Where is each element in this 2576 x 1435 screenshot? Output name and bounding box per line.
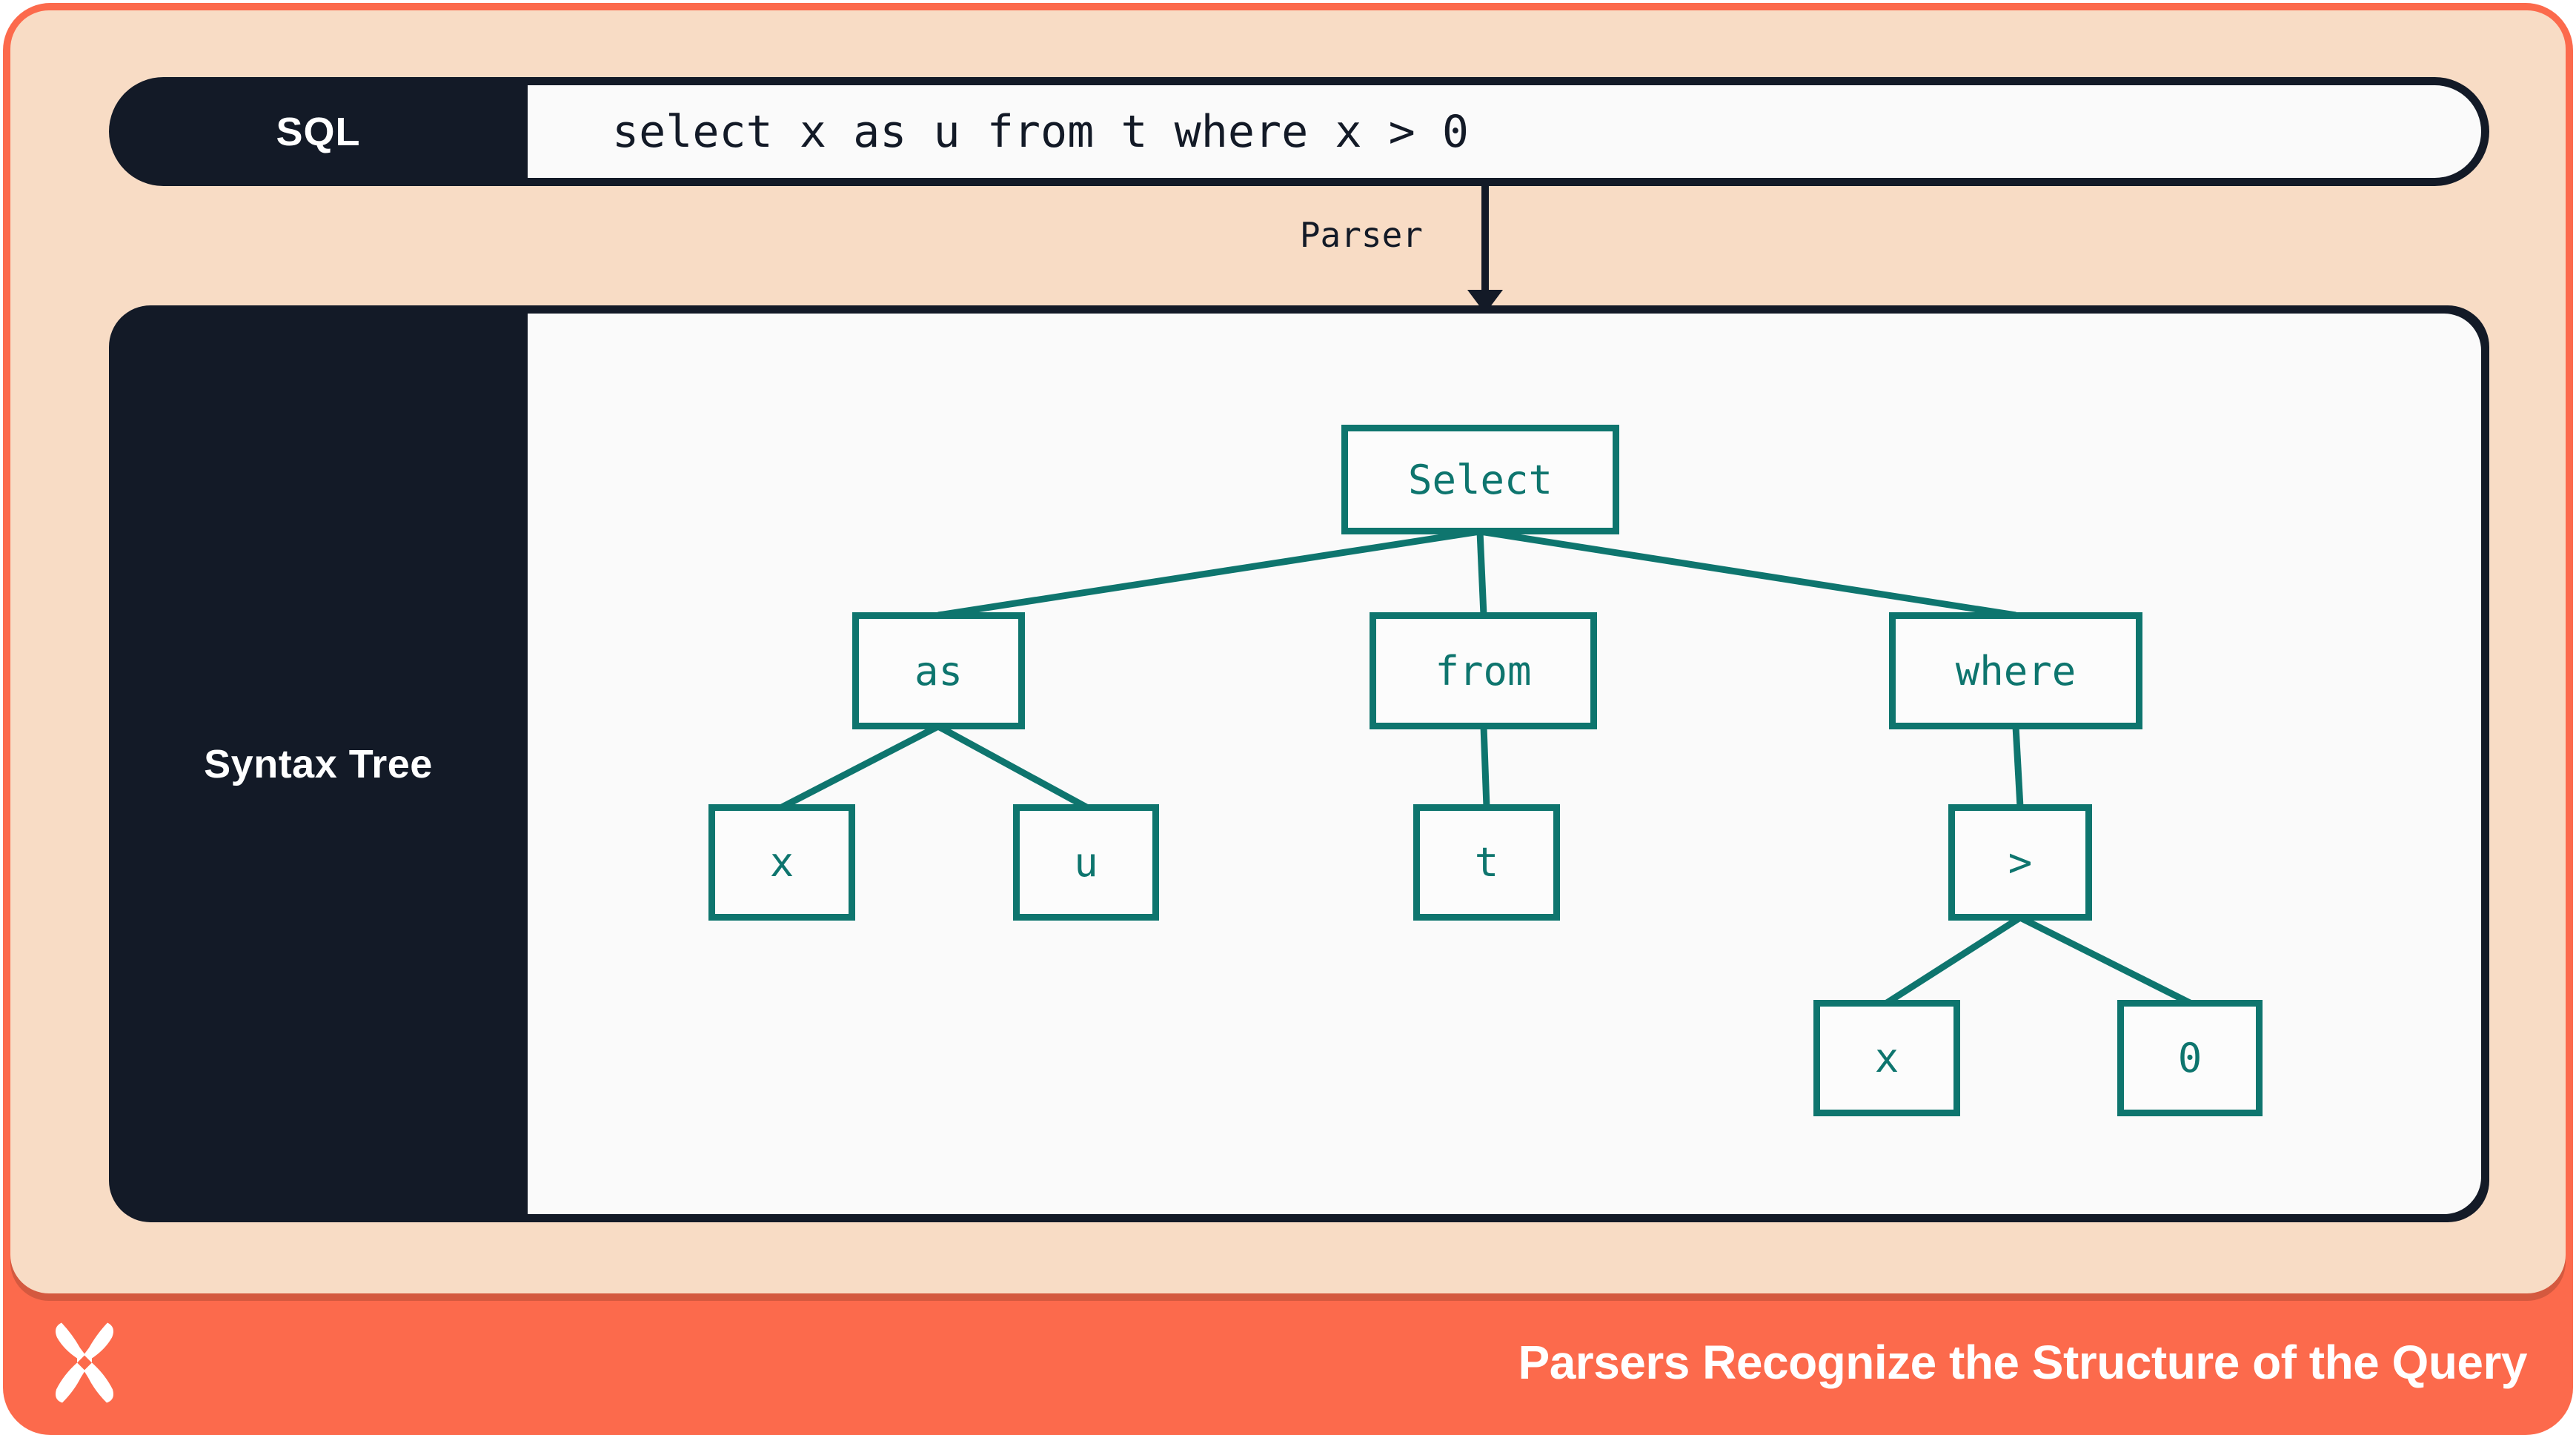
- sql-row-label-zone: SQL: [109, 77, 528, 186]
- tree-edges: [780, 528, 2192, 1007]
- tree-node-from: from: [1370, 612, 1597, 729]
- sql-query-field: select x as u from t where x > 0: [528, 85, 2481, 178]
- x-pinwheel-logo-icon: [56, 1322, 113, 1403]
- sql-query-text: select x as u from t where x > 0: [612, 105, 1469, 158]
- syntax-tree-panel: Syntax Tree: [109, 305, 2489, 1222]
- tree-node-u: u: [1013, 804, 1159, 921]
- tree-node-as: as: [852, 612, 1025, 729]
- tree-node-select: Select: [1341, 425, 1619, 534]
- syntax-tree-label: Syntax Tree: [204, 741, 433, 786]
- footer-bar: Parsers Recognize the Structure of the Q…: [10, 1293, 2566, 1435]
- tree-node-x1: x: [708, 804, 855, 921]
- syntax-tree-field: Select as from where x u t > x 0: [528, 314, 2481, 1214]
- sql-row-label: SQL: [276, 109, 361, 154]
- syntax-tree-label-zone: Syntax Tree: [109, 305, 528, 1222]
- footer-title: Parsers Recognize the Structure of the Q…: [1518, 1335, 2528, 1389]
- tree-node-gt: >: [1948, 804, 2092, 921]
- parser-label: Parser: [1299, 215, 1423, 255]
- tree-node-x2: x: [1813, 1000, 1960, 1116]
- down-arrow-icon: [1467, 186, 1503, 314]
- content-area: SQL select x as u from t where x > 0 Par…: [10, 10, 2566, 1293]
- tree-node-where: where: [1889, 612, 2142, 729]
- sql-row: SQL select x as u from t where x > 0: [109, 77, 2489, 186]
- tree-node-t: t: [1413, 804, 1560, 921]
- tree-node-zero: 0: [2117, 1000, 2263, 1116]
- slide-frame: SQL select x as u from t where x > 0 Par…: [3, 3, 2573, 1435]
